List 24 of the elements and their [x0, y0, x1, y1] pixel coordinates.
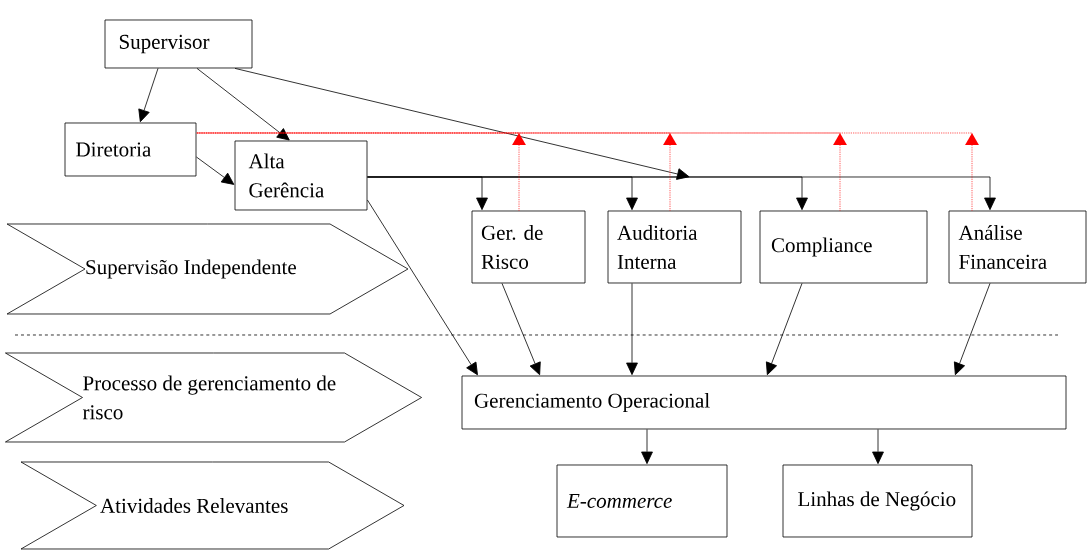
arrow — [872, 429, 884, 465]
arrow — [196, 132, 979, 211]
process-box: Análise Financeira — [948, 210, 1087, 284]
process-box: Auditoria Interna — [607, 210, 742, 284]
process-box: Linhas de Negócio — [782, 464, 973, 538]
arrow — [626, 283, 638, 376]
arrow — [367, 199, 478, 376]
arrow — [196, 68, 290, 141]
process-box: E-commerce — [556, 464, 728, 538]
arrow — [234, 68, 690, 180]
arrow — [953, 283, 991, 376]
process-box: Diretoria — [64, 122, 197, 177]
arrow — [138, 68, 159, 123]
process-box: Compliance — [759, 210, 928, 284]
process-box: Alta Gerência — [234, 140, 368, 211]
arrow — [501, 283, 541, 376]
arrow — [641, 429, 653, 465]
process-box: Gerenciamento Operacional — [461, 375, 1067, 430]
process-box: Ger. de Risco — [471, 210, 586, 284]
arrow — [196, 156, 235, 185]
arrow — [196, 132, 847, 211]
process-box: Supervisor — [104, 19, 253, 69]
arrow — [765, 283, 803, 376]
arrow — [367, 176, 996, 211]
